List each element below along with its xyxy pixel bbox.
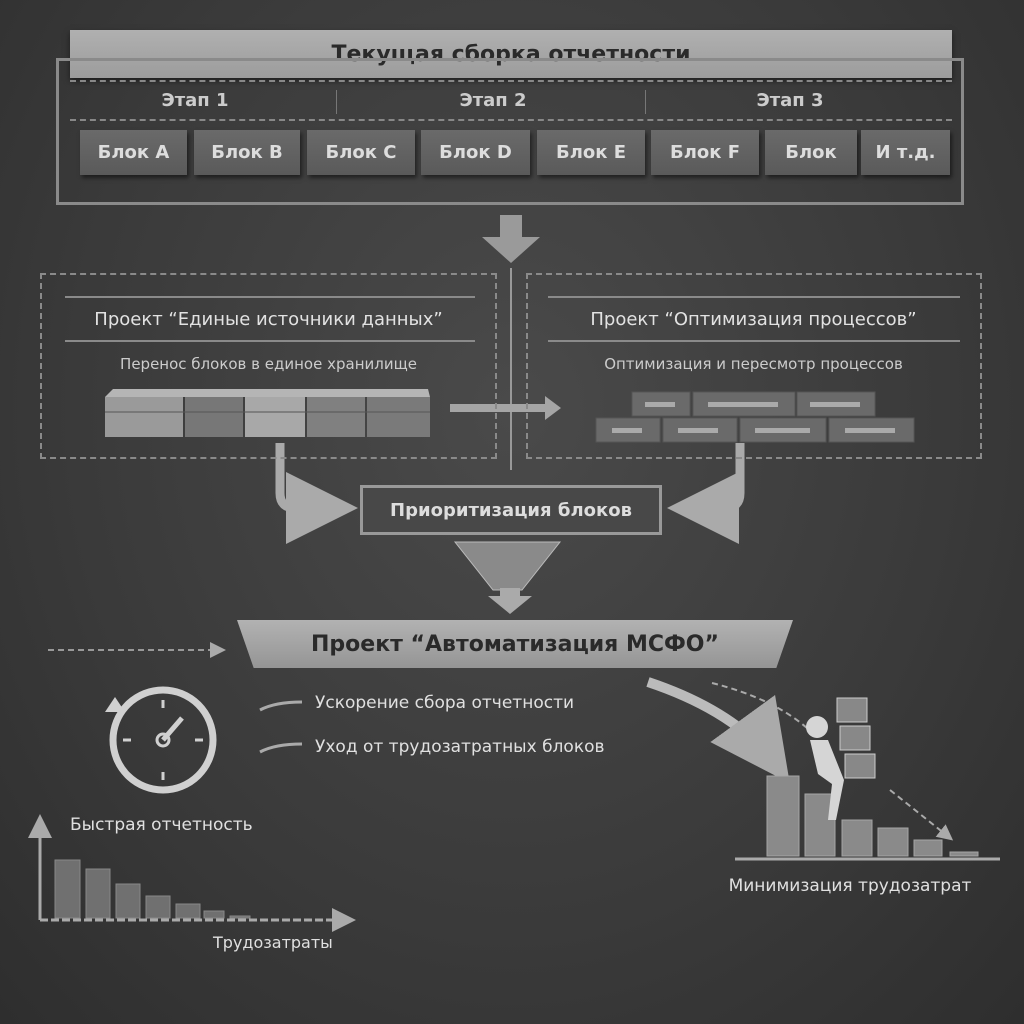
prioritization-box: Приоритизация блоков: [360, 485, 662, 535]
bullet-item: Ускорение сбора отчетности: [315, 693, 575, 713]
current-process-frame: [56, 58, 964, 205]
project-right-title: Проект “Оптимизация процессов”: [590, 309, 917, 330]
page-title: Текущая сборка отчетности: [70, 30, 952, 78]
person-carrying-boxes-icon: [806, 697, 876, 820]
chart-y-label: Быстрая отчетность: [70, 815, 253, 835]
divider: [548, 340, 960, 342]
effort-chart: [28, 814, 356, 932]
block-c: Блок C: [307, 130, 415, 175]
stage-1-label: Этап 1: [161, 90, 229, 111]
stage-divider: [645, 90, 646, 114]
stage-2-label: Этап 2: [459, 90, 527, 111]
block-f: Блок F: [651, 130, 759, 175]
project-right-box: [526, 273, 982, 459]
block-e: Блок E: [537, 130, 645, 175]
staircase-chart: [646, 677, 1000, 861]
data-blocks-stack: [105, 389, 430, 437]
chart-x-label: Трудозатраты: [213, 933, 333, 952]
divider: [548, 296, 960, 298]
project-right-subtitle: Оптимизация и пересмотр процессов: [604, 355, 903, 373]
down-arrow-icon: [482, 215, 540, 263]
clock-icon: [105, 686, 217, 794]
block-etc: И т.д.: [861, 130, 950, 175]
divider: [70, 80, 952, 82]
divider: [65, 296, 475, 298]
transfer-arrow-icon: [450, 396, 561, 420]
funnel-icon: [453, 541, 562, 591]
block-d: Блок D: [421, 130, 530, 175]
divider: [65, 340, 475, 342]
stage-divider: [336, 90, 337, 114]
bullet-item: Уход от трудозатратных блоков: [315, 737, 605, 757]
project-left-title: Проект “Единые источники данных”: [94, 309, 443, 330]
bullet-dash-icon: [259, 742, 303, 754]
divider: [70, 119, 952, 121]
project-left-subtitle: Перенос блоков в единое хранилище: [120, 355, 417, 373]
stage-3-label: Этап 3: [756, 90, 824, 111]
process-bricks: [595, 391, 915, 443]
staircase-label: Минимизация трудозатрат: [728, 876, 972, 896]
block-a: Блок A: [80, 130, 187, 175]
right-merge-arrow: [667, 443, 745, 544]
funnel-arrow-icon: [488, 588, 532, 614]
block-generic: Блок: [765, 130, 857, 175]
main-project-banner: Проект “Автоматизация МСФО”: [237, 620, 793, 668]
block-b: Блок B: [194, 130, 300, 175]
bullet-dash-icon: [259, 700, 303, 712]
left-merge-arrow: [275, 443, 358, 544]
project-left-box: [40, 273, 497, 459]
